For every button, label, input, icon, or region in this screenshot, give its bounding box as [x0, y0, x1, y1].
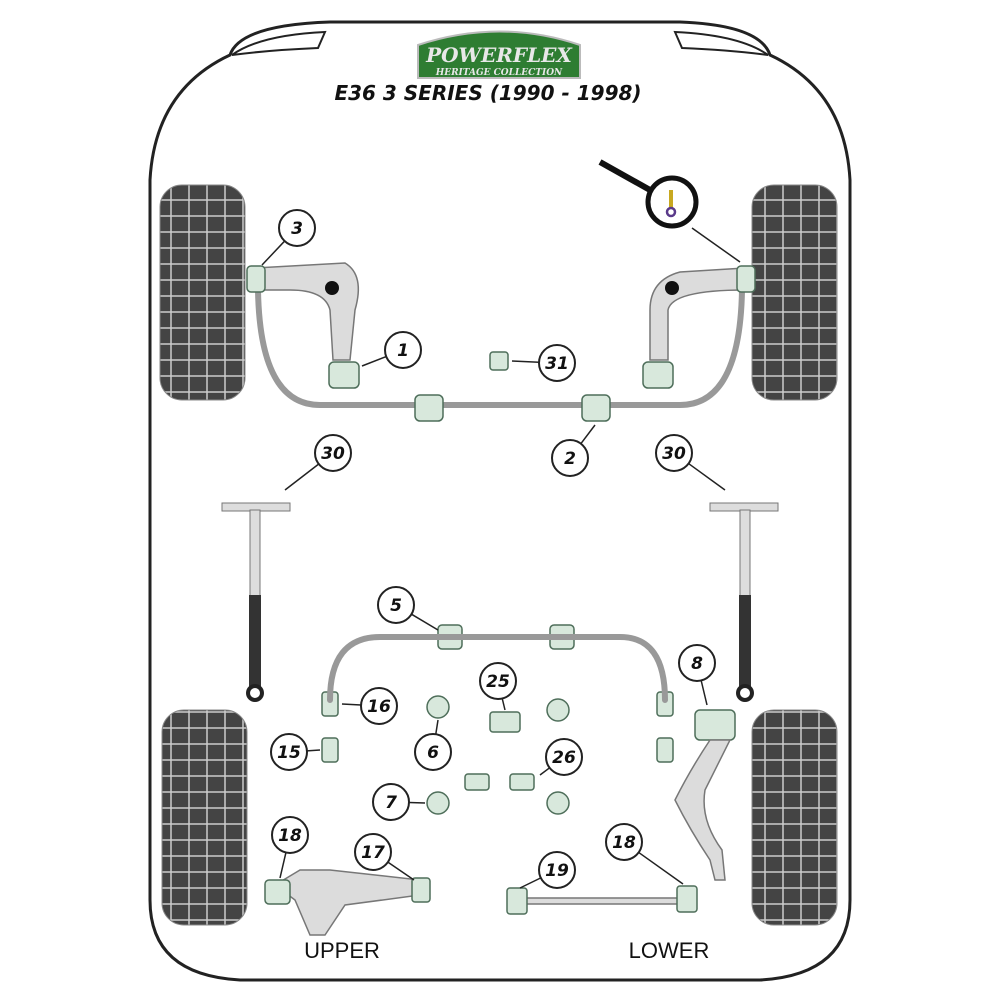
tyre-rear-left — [161, 709, 248, 926]
callout-15: 17 — [354, 833, 415, 881]
callout-7: 8 — [678, 644, 716, 706]
callout-number: 19 — [545, 861, 569, 881]
right-headlight — [673, 30, 769, 56]
callout-17: 18 — [605, 823, 684, 885]
strut-right — [709, 502, 779, 702]
callout-4: 30 — [284, 434, 352, 491]
callout-number: 3 — [291, 219, 303, 239]
strut-left — [221, 502, 291, 702]
callout-number: 17 — [361, 843, 385, 863]
tyre-front-right — [751, 184, 838, 401]
caption-lower: LOWER — [629, 938, 710, 963]
rear-trailing-arm — [674, 739, 732, 881]
callout-number: 30 — [321, 444, 345, 464]
callout-number: 8 — [691, 654, 703, 674]
callout-1: 1 — [361, 331, 422, 369]
callout-number: 26 — [552, 748, 576, 768]
page-title: E36 3 SERIES (1990 - 1998) — [334, 81, 641, 105]
callout-number: 30 — [662, 444, 686, 464]
callout-number: 16 — [367, 697, 391, 717]
powerflex-logo: POWERFLEX HERITAGE COLLECTION — [417, 30, 581, 79]
front-anti-roll-bar — [255, 287, 745, 408]
callout-14: 18 — [271, 816, 309, 879]
callout-16: 19 — [519, 851, 576, 889]
callout-number: 6 — [427, 743, 439, 763]
callout-0: 3 — [261, 209, 316, 266]
upper-rear-arm — [273, 869, 421, 936]
svg-text:HERITAGE COLLECTION: HERITAGE COLLECTION — [435, 68, 563, 78]
car-body-outline — [148, 20, 852, 982]
callout-number: 5 — [390, 596, 402, 616]
callout-number: 1 — [397, 341, 409, 361]
callout-13: 7 — [372, 783, 426, 821]
lower-rear-arm — [514, 897, 686, 905]
callout-2: 31 — [511, 344, 576, 382]
callout-number: 18 — [278, 826, 302, 846]
callout-8: 25 — [479, 662, 517, 711]
callout-number: 2 — [564, 449, 576, 469]
svg-text:POWERFLEX: POWERFLEX — [425, 43, 573, 67]
callout-number: 7 — [385, 793, 397, 813]
callout-number: 25 — [486, 672, 510, 692]
callout-number: 15 — [277, 743, 301, 763]
callout-11: 15 — [270, 733, 321, 771]
callout-10: 6 — [414, 719, 452, 771]
tyre-rear-right — [751, 709, 838, 926]
callout-12: 26 — [539, 738, 583, 776]
callout-5: 30 — [655, 434, 726, 491]
caption-upper: UPPER — [304, 938, 380, 963]
tyre-front-left — [159, 184, 246, 401]
left-headlight — [231, 30, 327, 56]
callout-6: 5 — [377, 586, 439, 631]
bushings — [246, 265, 756, 815]
callout-3: 2 — [551, 424, 596, 477]
callout-number: 31 — [545, 354, 569, 374]
magnifier-icon — [598, 159, 741, 263]
rear-anti-roll-bar — [327, 634, 668, 703]
callout-number: 18 — [612, 833, 636, 853]
callout-9: 16 — [341, 687, 398, 725]
